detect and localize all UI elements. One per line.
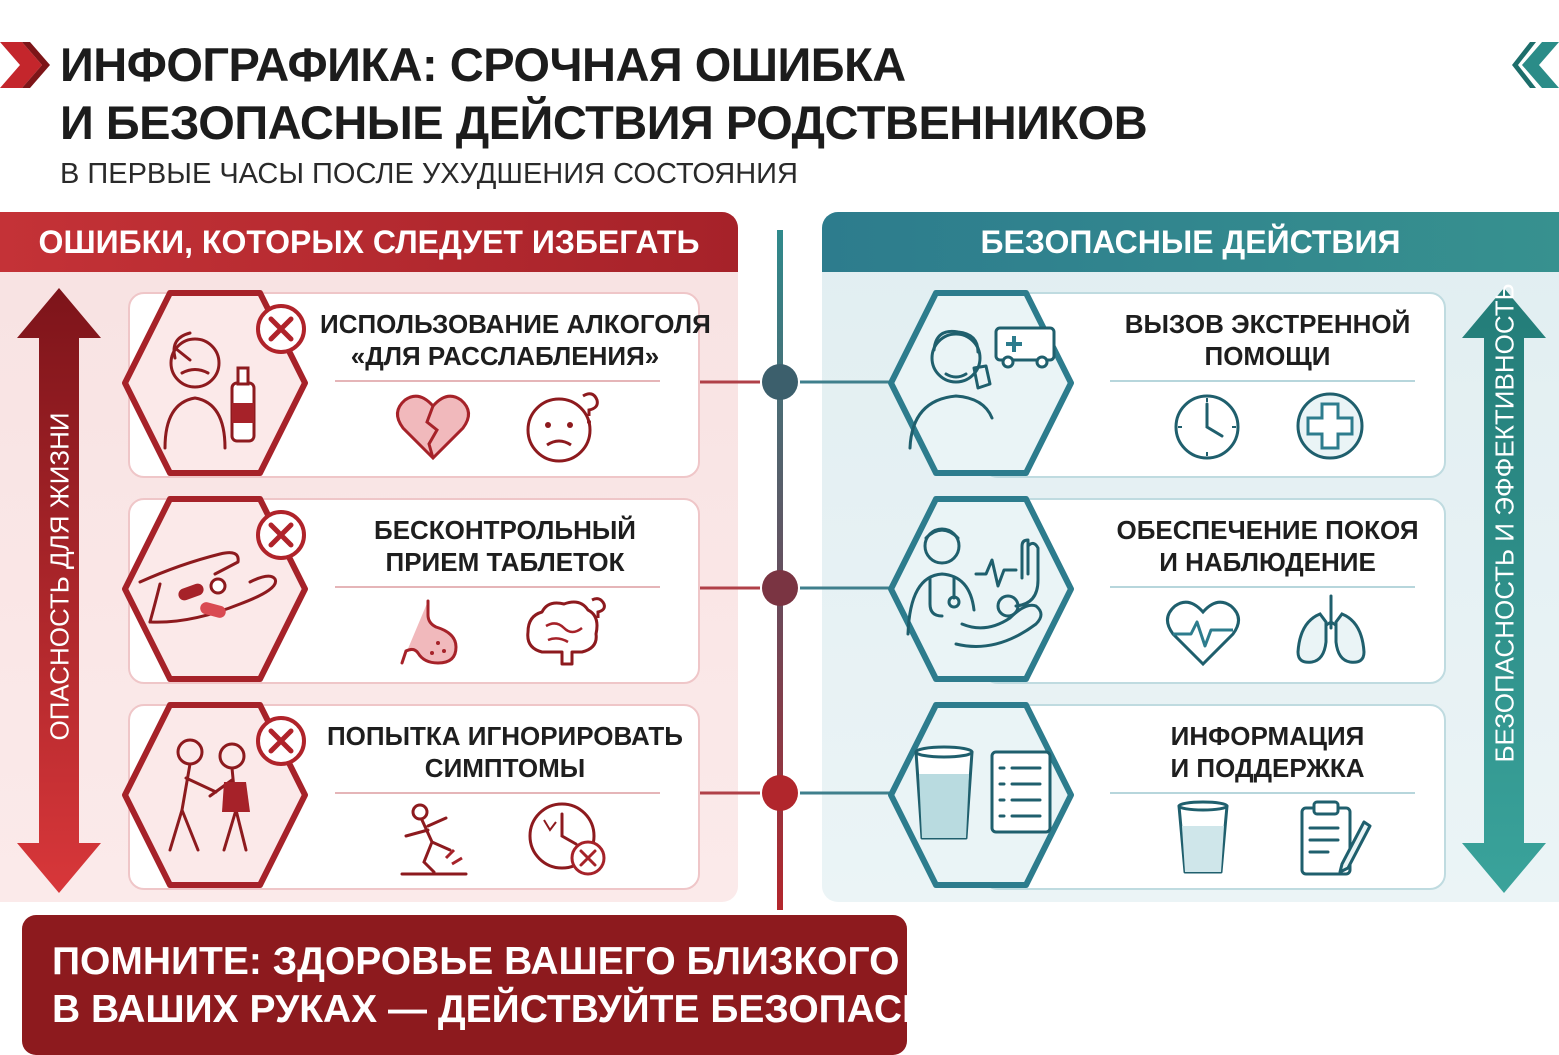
prohibited-cross-icon — [256, 304, 306, 354]
danger-arrow — [17, 288, 101, 893]
prohibited-cross-icon — [256, 510, 306, 560]
corner-chevron-left-icon — [0, 42, 50, 88]
reminder-banner — [22, 915, 907, 1055]
title-line-2: И БЕЗОПАСНЫЕ ДЕЙСТВИЯ РОДСТВЕННИКОВ — [60, 96, 1148, 149]
safe-actions-heading: БЕЗОПАСНЫЕ ДЕЙСТВИЯ — [822, 212, 1559, 272]
doctor-patient-hexagon — [888, 496, 1074, 682]
safety-arrow — [1462, 288, 1546, 893]
mistake-title-1: ИСПОЛЬЗОВАНИЕ АЛКОГОЛЯ «ДЛЯ РАССЛАБЛЕНИЯ… — [320, 309, 711, 371]
danger-axis-label: ОПАСНОСТЬ ДЛЯ ЖИЗНИ — [44, 412, 75, 741]
safe-title-1: ВЫЗОВ ЭКСТРЕННОЙ ПОМОЩИ — [1124, 309, 1411, 371]
phone-call-hexagon — [888, 290, 1074, 476]
safe-title-3: ИНФОРМАЦИЯ И ПОДДЕРЖКА — [1170, 721, 1365, 783]
title-line-1: ИНФОГРАФИКА: СРОЧНАЯ ОШИБКА — [60, 38, 906, 91]
mistake-title-2: БЕСКОНТРОЛЬНЫЙ ПРИЕМ ТАБЛЕТОК — [374, 515, 636, 577]
center-timeline — [700, 230, 890, 910]
safe-title-2: ОБЕСПЕЧЕНИЕ ПОКОЯ И НАБЛЮДЕНИЕ — [1116, 515, 1419, 577]
water-glass-icon — [1177, 800, 1229, 874]
reminder-text: ПОМНИТЕ: ЗДОРОВЬЕ ВАШЕГО БЛИЗКОГО В ВАШИ… — [52, 940, 974, 1031]
mistakes-heading: ОШИБКИ, КОТОРЫХ СЛЕДУЕТ ИЗБЕГАТЬ — [0, 212, 738, 272]
safety-axis-label: БЕЗОПАСНОСТЬ И ЭФФЕКТИВНОСТЬ — [1489, 283, 1520, 763]
medical-cross-icon — [1296, 392, 1364, 460]
broken-heart-icon — [396, 394, 470, 461]
clock-cross-icon — [528, 802, 606, 876]
corner-chevron-right-icon — [1512, 42, 1559, 88]
page-title: ИНФОГРАФИКА: СРОЧНАЯ ОШИБКА И БЕЗОПАСНЫЕ… — [60, 36, 1148, 152]
brain-icon — [526, 597, 606, 666]
falling-person-icon — [400, 803, 468, 876]
clipboard-icon — [1300, 800, 1372, 876]
page-subtitle: В ПЕРВЫЕ ЧАСЫ ПОСЛЕ УХУДШЕНИЯ СОСТОЯНИЯ — [60, 158, 798, 190]
lungs-icon — [1296, 594, 1366, 664]
stomach-icon — [400, 599, 458, 665]
heartbeat-icon — [1166, 600, 1240, 667]
prohibited-cross-icon — [256, 716, 306, 766]
mistake-title-3: ПОПЫТКА ИГНОРИРОВАТЬ СИМПТОМЫ — [326, 721, 683, 783]
confused-face-icon — [526, 392, 599, 463]
glass-checklist-hexagon — [888, 702, 1074, 888]
clock-icon — [1174, 394, 1240, 460]
